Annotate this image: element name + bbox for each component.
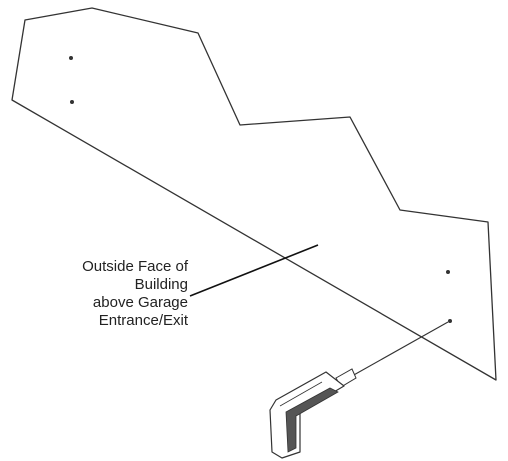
mounting-hole-top-left-lower	[70, 100, 74, 104]
callout-line-4: Entrance/Exit	[98, 312, 188, 329]
drill-icon	[269, 368, 357, 459]
callout-line-2: Building	[134, 276, 188, 293]
building-face-outline	[11, 7, 497, 381]
callout-leader-line	[189, 244, 319, 297]
callout-line-3: above Garage	[92, 294, 188, 311]
drill-bit	[351, 321, 449, 377]
callout-line-1: Outside Face of	[82, 258, 188, 275]
mounting-hole-top-left-upper	[69, 56, 73, 60]
mounting-hole-right-upper	[446, 270, 450, 274]
callout-label: Outside Face of Building above Garage En…	[82, 258, 188, 330]
mounting-hole-right-lower	[448, 319, 452, 323]
